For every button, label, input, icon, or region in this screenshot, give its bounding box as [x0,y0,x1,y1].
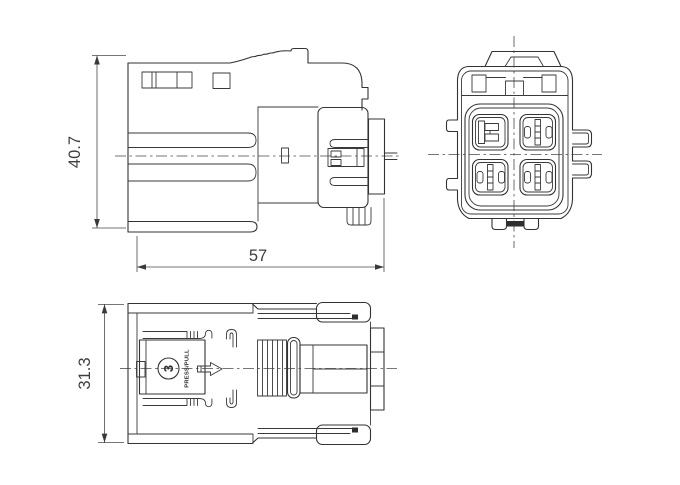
ribbed-tab [346,207,372,226]
seal-ridges [127,132,257,182]
arrowhead-down-icon [101,433,108,443]
arrowhead-up-icon [101,304,108,314]
front-housing [317,106,369,209]
seal-cap-bar [281,147,289,164]
keying-notch [507,221,524,227]
release-chamber: 3 PRESS/PULL [136,339,223,395]
latch-structure [461,74,569,96]
bottom-tabs [491,217,540,231]
seal-bar [286,336,301,399]
dimension-side-width: 57 [136,198,385,272]
front-body-inner-outline [461,70,569,215]
terminal-block [327,148,365,167]
cavity-2 [519,113,557,151]
dimension-top-height: 31.3 [76,304,124,443]
dimension-side-height: 40.7 [66,55,126,229]
arrowhead-right-icon [375,264,384,270]
top-view: 3 PRESS/PULL [76,301,397,446]
arrowhead-down-icon [94,219,100,228]
front-body-outline [445,65,593,220]
front-view [428,36,602,248]
end-cap [369,327,385,411]
dim-label-side-height: 40.7 [66,136,84,168]
release-number-label: 3 [161,365,176,372]
pin-lines [384,152,398,160]
side-view: 40.7 57 [66,47,400,272]
latch-hook-top [352,314,358,320]
mid-section-edges [257,106,319,204]
latch-windows [141,71,231,89]
extension-lines [98,304,124,443]
top-view-outline [127,302,318,445]
unlock-direction-arrow-icon [197,362,223,376]
press-pull-label: PRESS/PULL [185,349,191,388]
arrowhead-up-icon [94,55,100,65]
latch-hook-bottom [352,427,358,433]
interface-plate [367,118,398,195]
housing-outline [127,47,369,111]
top-latch-button [484,50,562,68]
front-latch-tabs [257,301,372,446]
housing-bottom-lip [127,220,258,233]
cavity-4 [519,158,557,196]
chamber-latch-arms [142,329,237,408]
extension-lines [136,198,385,272]
dim-label-side-width: 57 [249,247,267,265]
press-pull-button [157,357,180,380]
cavity-block [464,103,564,211]
dim-label-top-height: 31.3 [76,357,94,389]
cavity-1 [471,113,509,151]
front-block [299,344,368,394]
cavity-3 [471,158,509,196]
strain-relief-ribs [257,339,287,397]
arrowhead-left-icon [137,264,146,270]
extension-lines [92,55,126,229]
mount-ear-slots [572,132,589,176]
